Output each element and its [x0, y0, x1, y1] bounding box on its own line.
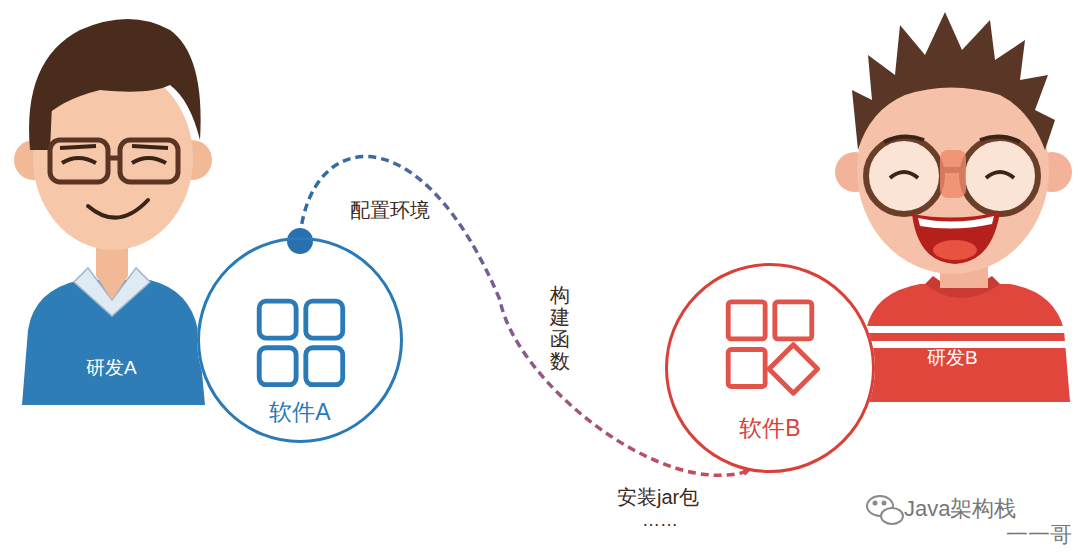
step-label: 构建函数 [548, 284, 572, 372]
role-label: 研发A [86, 357, 137, 380]
start-dot [287, 228, 313, 254]
software-name: 软件B [668, 413, 872, 444]
watermark: Java架构栈 [904, 496, 1016, 522]
software-name: 软件A [200, 397, 400, 428]
watermark: 一一哥 [1006, 522, 1072, 548]
step-label: 安装jar包 [615, 485, 701, 509]
step-label: 配置环境 [348, 198, 432, 222]
software-circle: 软件A [197, 237, 403, 443]
wechat-icon [867, 496, 903, 524]
developer-a [14, 19, 212, 405]
ellipsis-label: …… [640, 510, 680, 532]
flow-connector [300, 157, 749, 476]
role-label: 研发B [927, 347, 978, 370]
software-circle: 软件B [665, 263, 875, 473]
